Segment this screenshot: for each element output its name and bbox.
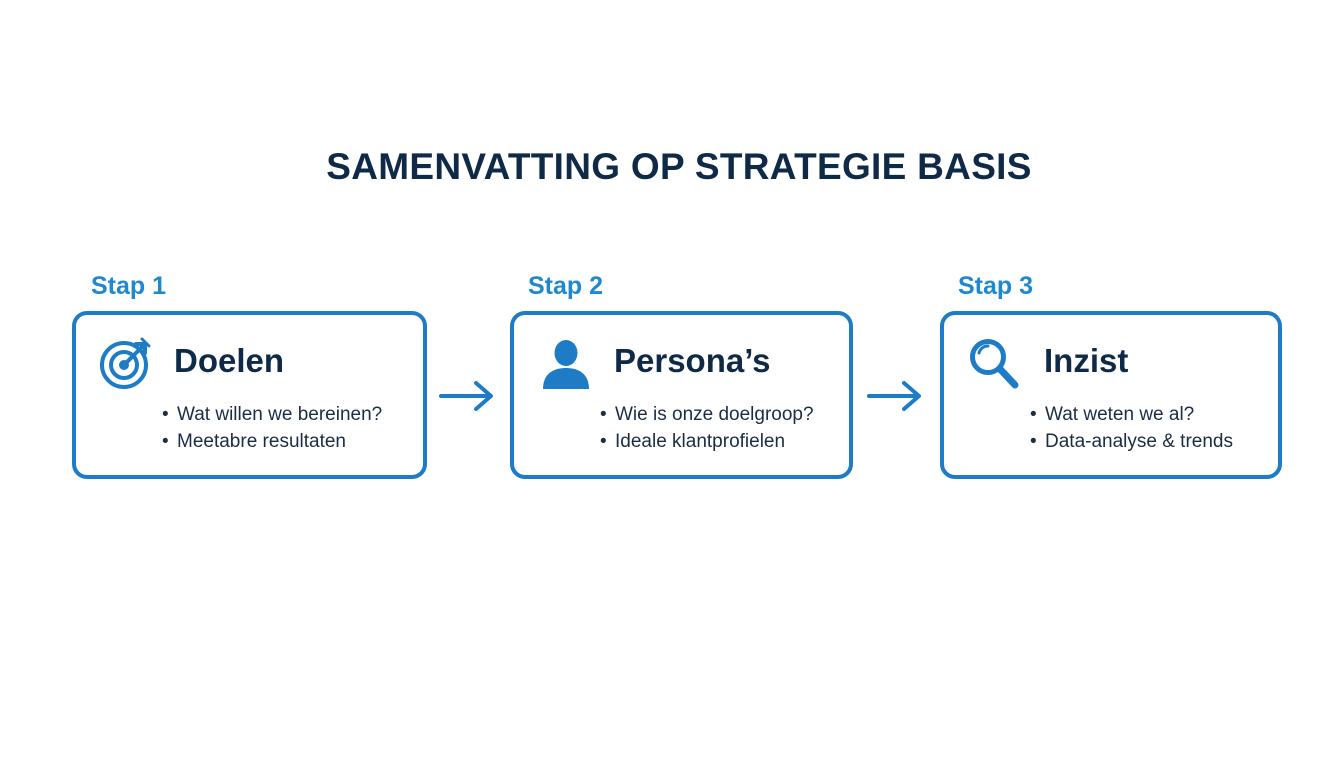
page-title: SAMENVATTING OP STRATEGIE BASIS <box>326 146 1032 187</box>
step-3-heading: Inzist <box>1044 342 1129 379</box>
step-2-bullets: Wie is onze doelgroop? Ideale klantprofi… <box>600 401 814 455</box>
step-1-bullets: Wat willen we bereinen? Meetabre resulta… <box>162 401 382 455</box>
person-icon <box>540 337 596 393</box>
step-2-label: Stap 2 <box>528 272 604 300</box>
list-item: Meetabre resultaten <box>162 428 382 455</box>
magnifier-icon <box>966 335 1022 391</box>
list-item: Wie is onze doelgroop? <box>600 401 814 428</box>
list-item: Wat willen we bereinen? <box>162 401 382 428</box>
arrow-right-icon <box>438 378 496 414</box>
step-1-card: Doelen Wat willen we bereinen? Meetabre … <box>72 311 427 479</box>
step-2-card: Persona’s Wie is onze doelgroop? Ideale … <box>510 311 853 479</box>
target-icon <box>98 335 154 391</box>
list-item: Wat weten we al? <box>1030 401 1233 428</box>
step-2-heading: Persona’s <box>614 342 771 379</box>
step-3-bullets: Wat weten we al? Data-analyse & trends <box>1030 401 1233 455</box>
step-3-card: Inzist Wat weten we al? Data-analyse & t… <box>940 311 1282 479</box>
list-item: Data-analyse & trends <box>1030 428 1233 455</box>
arrow-right-icon <box>866 378 924 414</box>
step-1-label: Stap 1 <box>91 272 167 300</box>
step-3-label: Stap 3 <box>958 272 1034 300</box>
list-item: Ideale klantprofielen <box>600 428 814 455</box>
step-1-heading: Doelen <box>174 342 285 379</box>
